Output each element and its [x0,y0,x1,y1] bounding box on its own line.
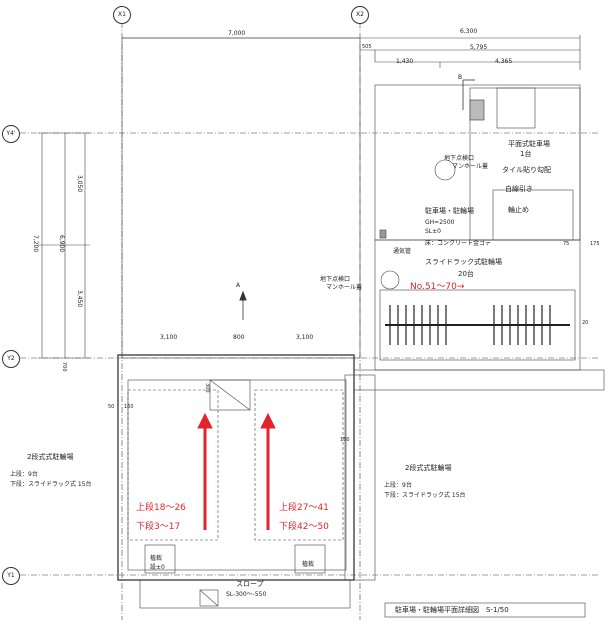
label-sl: SL±0 [425,228,441,235]
label-flat-parking: 平面式駐車場 [508,140,550,148]
red-left-upper: 上段18～26 [136,503,186,513]
label-ventilation: 通気管 [393,248,412,255]
dim-75: 75 [563,241,570,247]
label-count-1: 1台 [520,150,532,158]
label-slide-rack: スライドラック式駐輪場 [425,258,502,266]
label-tile: タイル貼り勾配 [502,166,551,174]
slope-level: SL-300～-550 [226,591,267,598]
planting-left: 植栽 [150,555,163,562]
right-title: 2段式式駐輪場 [405,464,452,472]
dim-700: 700 [61,362,67,372]
dim-7200: 7,200 [32,235,39,253]
planting-left-level: 設±0 [150,564,165,571]
dim-175: 175 [590,241,600,247]
grid-bubble-y2: Y2 [2,350,20,368]
dim-1430: 1,430 [396,58,414,65]
dim-4365: 4,365 [495,58,513,65]
dim-150: 150 [340,437,350,443]
dim-3100-b: 3,100 [296,334,314,341]
dim-top-left: 7,000 [228,30,246,37]
dim-3450: 3,450 [76,290,83,308]
right-upper: 上段：9台 [384,482,412,489]
dim-6900: 6,900 [58,235,65,253]
marker-b-label: B [458,74,463,81]
grid-bubble-y1: Y1 [2,567,20,585]
red-right-lower: 下段42～50 [279,522,329,532]
dim-50: 50 [108,404,115,410]
label-wheel-stop: 輪止め [508,206,529,214]
slope-label: スロープ [236,580,264,588]
left-lower: 下段：スライドラック式 15台 [10,481,92,488]
label-count-20: 20台 [458,270,474,278]
right-lower: 下段：スライドラック式 15台 [384,492,466,499]
left-upper: 上段：9台 [10,471,38,478]
label-parking-area: 駐車場・駐輪場 [425,207,474,215]
dim-300: 300 [204,383,210,393]
label-gh: GH=2500 [425,219,455,226]
left-title: 2段式式駐輪場 [27,453,74,461]
dim-5795: 5,795 [470,44,488,51]
label-range-51-70: No.51～70→ [410,282,465,292]
red-left-lower: 下段3～17 [136,522,181,532]
grid-bubble-y4: Y4' [2,125,20,143]
label-concrete: 床：コンクリート金ゴテ [425,240,492,247]
dim-800: 800 [233,334,245,341]
label-white-line: 白線引き [505,185,533,193]
north-arrow [239,79,475,320]
label-manhole1b: マンホール蓋 [452,163,489,170]
dim-3050: 3,050 [76,175,83,193]
dim-20: 20 [582,320,589,326]
red-right-upper: 上段27～41 [279,503,329,513]
label-manhole2b: マンホール蓋 [326,284,363,291]
label-manhole1: 地下点検口 [444,155,475,162]
dim-top-right: 6,300 [460,28,478,35]
north-arrow-label: A [236,282,241,289]
grid-bubble-x2: X2 [351,6,369,24]
dim-160: 160 [124,404,134,410]
red-arrows [197,412,276,530]
dim-3100-a: 3,100 [160,334,178,341]
grid-bubble-x1: X1 [113,6,131,24]
planting-right: 植栽 [302,561,315,568]
label-manhole2: 地下点検口 [320,276,351,283]
slide-rack-bikes [385,305,570,345]
dim-505: 505 [362,44,372,50]
footer-title: 駐車場・駐輪場平面詳細図 S-1/50 [395,606,509,614]
